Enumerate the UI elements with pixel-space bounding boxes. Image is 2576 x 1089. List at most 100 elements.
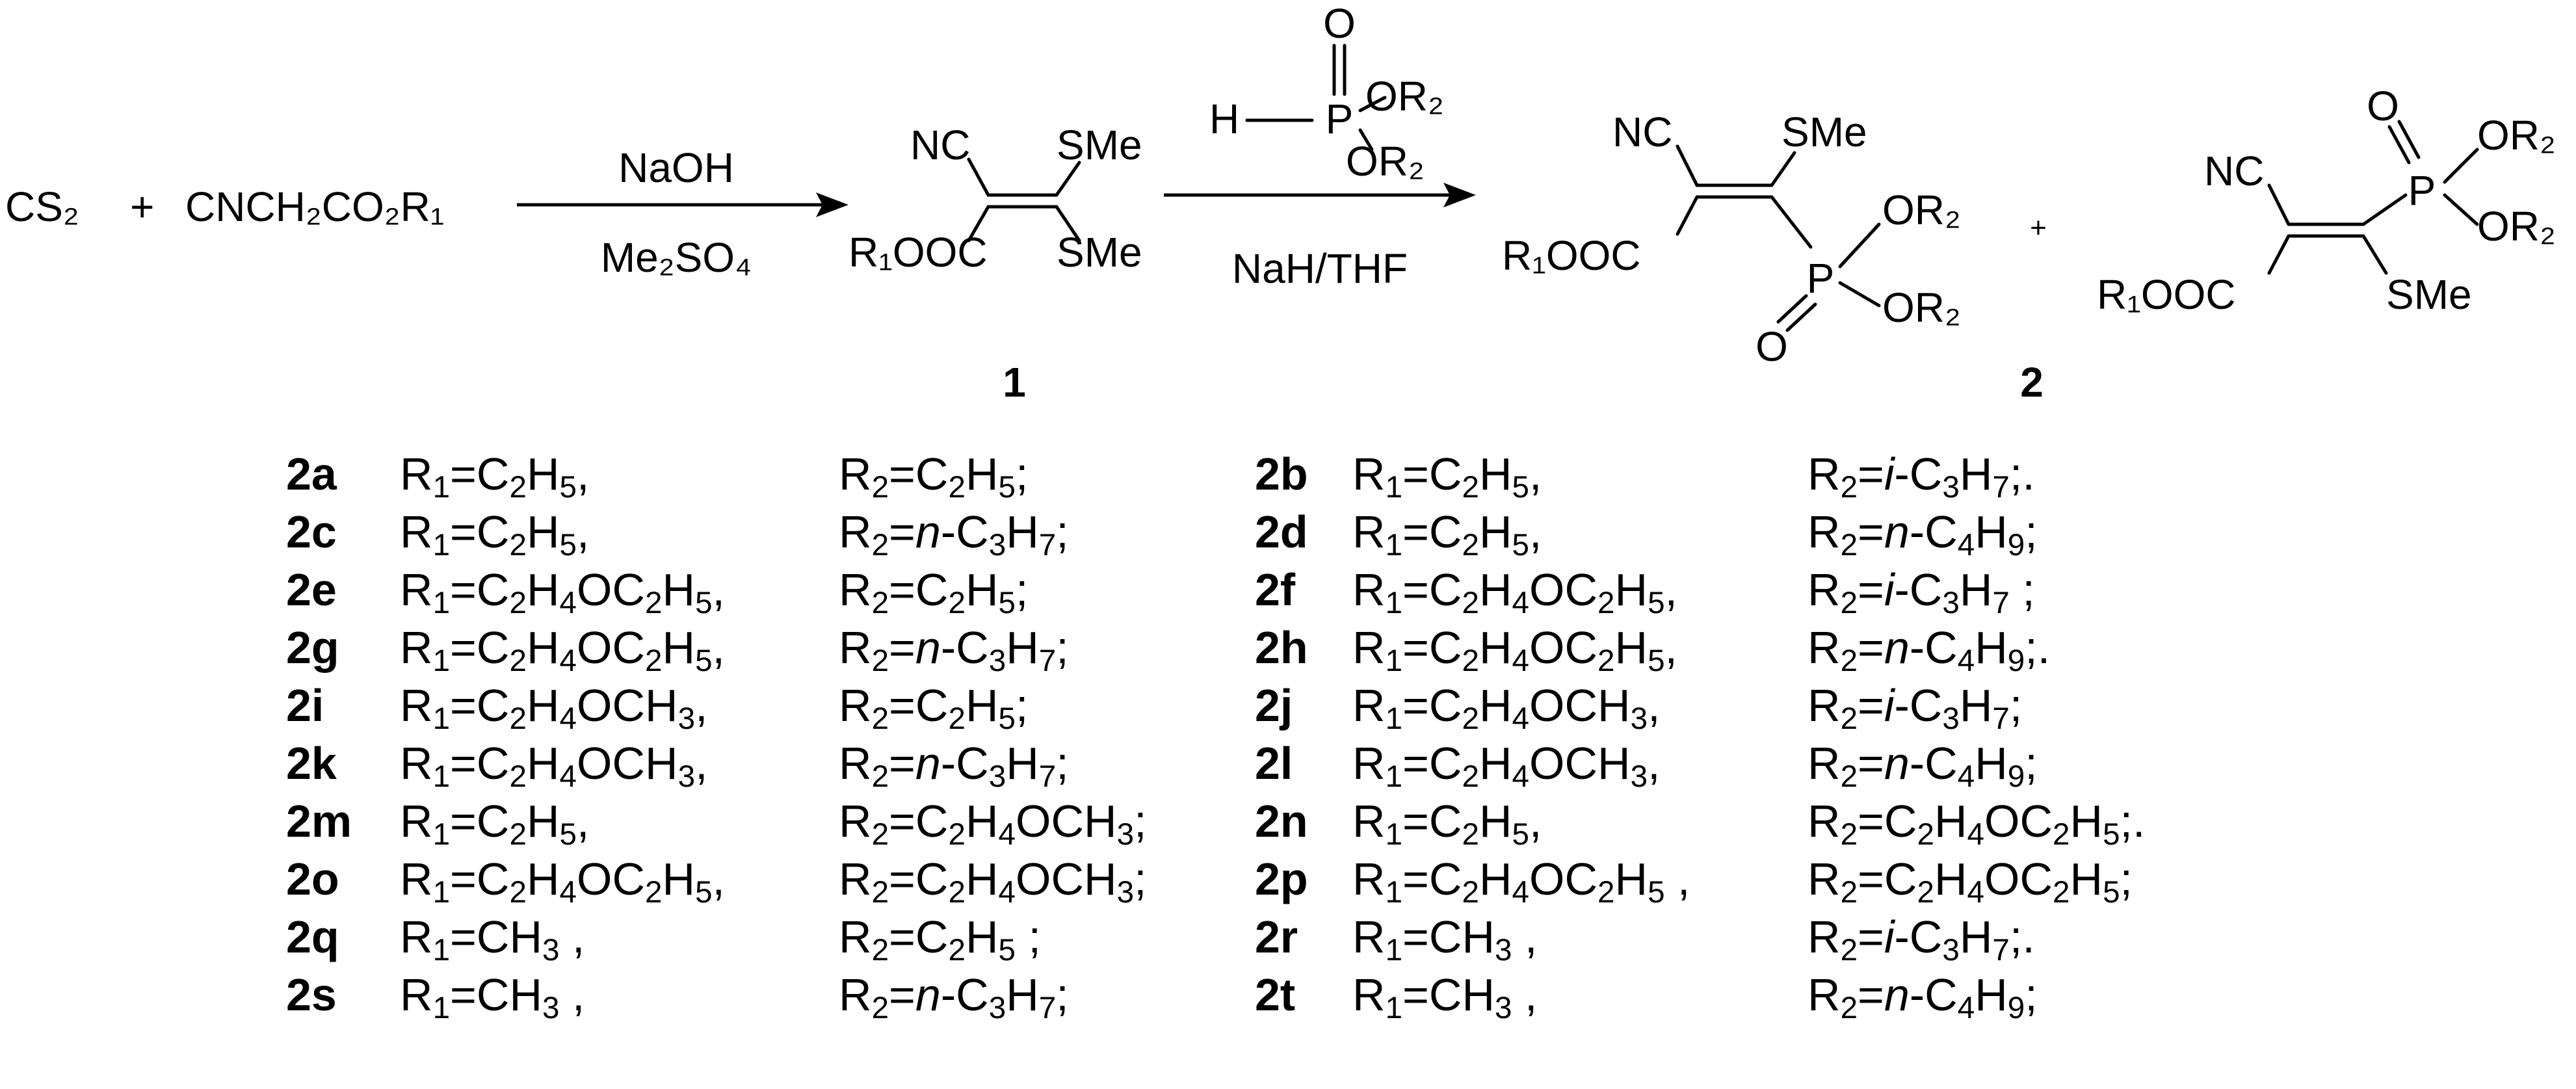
compound-r1: R1=CH3 ,: [400, 969, 585, 1025]
intermediate-sme-top: SMe: [1057, 122, 1142, 168]
compound-label: 2c: [286, 506, 337, 557]
intermediate-ester: R₁OOC: [848, 229, 988, 276]
plus-sign-2: +: [2030, 212, 2047, 244]
compound-label: 2m: [286, 796, 352, 846]
compound-r2: R2=i-C3H7;.: [1807, 912, 2035, 967]
product-a-or2-bottom: OR₂: [1882, 284, 1961, 331]
compound-label: 2i: [286, 680, 324, 731]
compound-r1: R1=C2H4OC2H5,: [1352, 564, 1677, 620]
product-a-structure: NC SMe R₁OOC P OR₂ OR₂ O: [1502, 109, 1961, 370]
compound-label-1: 1: [1003, 359, 1026, 403]
compound-r1: R1=C2H4OC2H5,: [1352, 622, 1677, 678]
compound-r1: R1=CH3 ,: [400, 912, 585, 967]
compound-label: 2s: [286, 969, 337, 1020]
product-a-ester: R₁OOC: [1502, 232, 1641, 279]
compound-label: 2k: [286, 738, 337, 789]
compound-r2: R2=C2H4OC2H5;.: [1807, 796, 2146, 852]
compound-r1: R1=C2H4OCH3,: [1352, 738, 1661, 794]
phosphite-p: P: [1326, 96, 1354, 142]
product-b-ester: R₁OOC: [2097, 271, 2236, 318]
compound-r1: R1=C2H4OCH3,: [1352, 680, 1661, 736]
compound-row: 2s R1=CH3 , R2=n-C3H7; 2t R1=CH3 , R2=n-C4H9;: [0, 966, 2576, 1023]
phosphite-or2-bottom: OR₂: [1346, 138, 1425, 185]
compound-r1: R1=C2H5,: [400, 796, 590, 852]
product-a-or2-top: OR₂: [1882, 187, 1961, 233]
compound-r2: R2=n-C3H7;: [839, 738, 1069, 794]
compound-r2: R2=C2H5;: [839, 680, 1029, 736]
product-a-nc: NC: [1612, 109, 1672, 155]
compound-row: 2i R1=C2H4OCH3, R2=C2H5; 2j R1=C2H4OCH3, R2=i…: [0, 677, 2576, 734]
compound-r2: R2=C2H5;: [839, 564, 1029, 620]
compound-r1: R1=C2H4OC2H5,: [400, 622, 725, 678]
compound-label: 2p: [1255, 854, 1308, 904]
product-a-p: P: [1807, 255, 1835, 302]
compound-r1: R1=C2H4OCH3,: [400, 680, 708, 736]
compound-r2: R2=n-C3H7;: [839, 622, 1069, 678]
product-b-or2-top: OR₂: [2477, 112, 2556, 159]
compound-r2: R2=C2H4OCH3;: [839, 854, 1147, 910]
compound-r2: R2=n-C4H9;.: [1807, 622, 2051, 678]
compound-r2: R2=n-C4H9;: [1807, 969, 2038, 1025]
compound-label: 2o: [286, 854, 339, 904]
compound-r1: R1=C2H4OC2H5,: [400, 854, 725, 910]
compound-r2: R2=n-C3H7;: [839, 969, 1069, 1025]
reagent-me2so4: Me₂SO₄: [601, 234, 752, 281]
compound-label: 2d: [1255, 506, 1308, 557]
compound-label: 2a: [286, 449, 337, 499]
compound-label: 2q: [286, 912, 339, 962]
arrowhead-2: [1443, 183, 1476, 207]
compound-label: 2f: [1255, 564, 1296, 615]
compound-r1: R1=CH3 ,: [1352, 969, 1538, 1025]
compound-label: 2h: [1255, 622, 1308, 673]
compound-r2: R2=C2H4OCH3;: [839, 796, 1147, 852]
product-b-o: O: [2367, 83, 2399, 129]
reactant-cs2: CS₂: [5, 183, 79, 230]
compound-r2: R2=n-C4H9;: [1807, 506, 2038, 562]
product-b-sme: SMe: [2386, 271, 2472, 318]
compound-r2: R2=n-C3H7;: [839, 506, 1069, 562]
compound-r2: R2=i-C3H7 ;: [1807, 564, 2035, 620]
compound-row: 2m R1=C2H5, R2=C2H4OCH3; 2n R1=C2H5, R2=C2H4O…: [0, 793, 2576, 850]
compound-label: 2e: [286, 564, 337, 615]
phosphite-o: O: [1323, 0, 1356, 47]
compound-row: 2c R1=C2H5, R2=n-C3H7; 2d R1=C2H5, R2=n-C4H9;: [0, 503, 2576, 560]
compound-r2: R2=C2H5 ;: [839, 912, 1041, 967]
compound-r1: R1=C2H4OCH3,: [400, 738, 708, 794]
compound-r2: R2=i-C3H7;: [1807, 680, 2023, 736]
product-a-sme: SMe: [1781, 109, 1867, 155]
intermediate-nc: NC: [910, 122, 970, 168]
compound-r1: R1=C2H5,: [400, 506, 590, 562]
phosphite-reagent: O H P OR₂ OR₂: [1209, 0, 1444, 185]
compound-label: 2b: [1255, 449, 1308, 499]
compound-label-2: 2: [2020, 359, 2044, 403]
compound-r2: R2=C2H5;: [839, 449, 1029, 505]
compound-r1: R1=C2H5,: [400, 449, 590, 505]
compound-r1: R1=CH3 ,: [1352, 912, 1538, 967]
compound-row: 2e R1=C2H4OC2H5, R2=C2H5; 2f R1=C2H4OC2H5, R2…: [0, 561, 2576, 618]
compound-label: 2n: [1255, 796, 1308, 846]
intermediate-1-structure: NC SMe R₁OOC SMe: [848, 122, 1142, 276]
compound-r2: R2=C2H4OC2H5;: [1807, 854, 2133, 910]
compound-label: 2t: [1255, 969, 1296, 1020]
compound-r1: R1=C2H4OC2H5,: [400, 564, 725, 620]
compound-label: 2r: [1255, 912, 1298, 962]
product-b-nc: NC: [2204, 148, 2264, 194]
phosphite-or2-top: OR₂: [1365, 73, 1444, 120]
product-b-or2-bottom: OR₂: [2477, 203, 2556, 250]
compound-r2: R2=n-C4H9;: [1807, 738, 2038, 794]
compound-r1: R1=C2H5,: [1352, 796, 1542, 852]
product-a-o: O: [1755, 323, 1788, 370]
arrowhead-1: [816, 192, 848, 217]
compound-label: 2j: [1255, 680, 1293, 731]
compound-r1: R1=C2H5,: [1352, 449, 1542, 505]
compound-r1: R1=C2H5,: [1352, 506, 1542, 562]
product-b-p: P: [2408, 167, 2436, 214]
reactant-cyanoacetate: CNCH₂CO₂R₁: [185, 183, 444, 230]
reaction-scheme: CS₂ + CNCH₂CO₂R₁ NaOH Me₂SO₄ NC SMe R₁OO…: [5, 0, 2556, 403]
reagent-nah-thf: NaH/THF: [1232, 245, 1408, 292]
plus-sign: +: [130, 183, 154, 230]
